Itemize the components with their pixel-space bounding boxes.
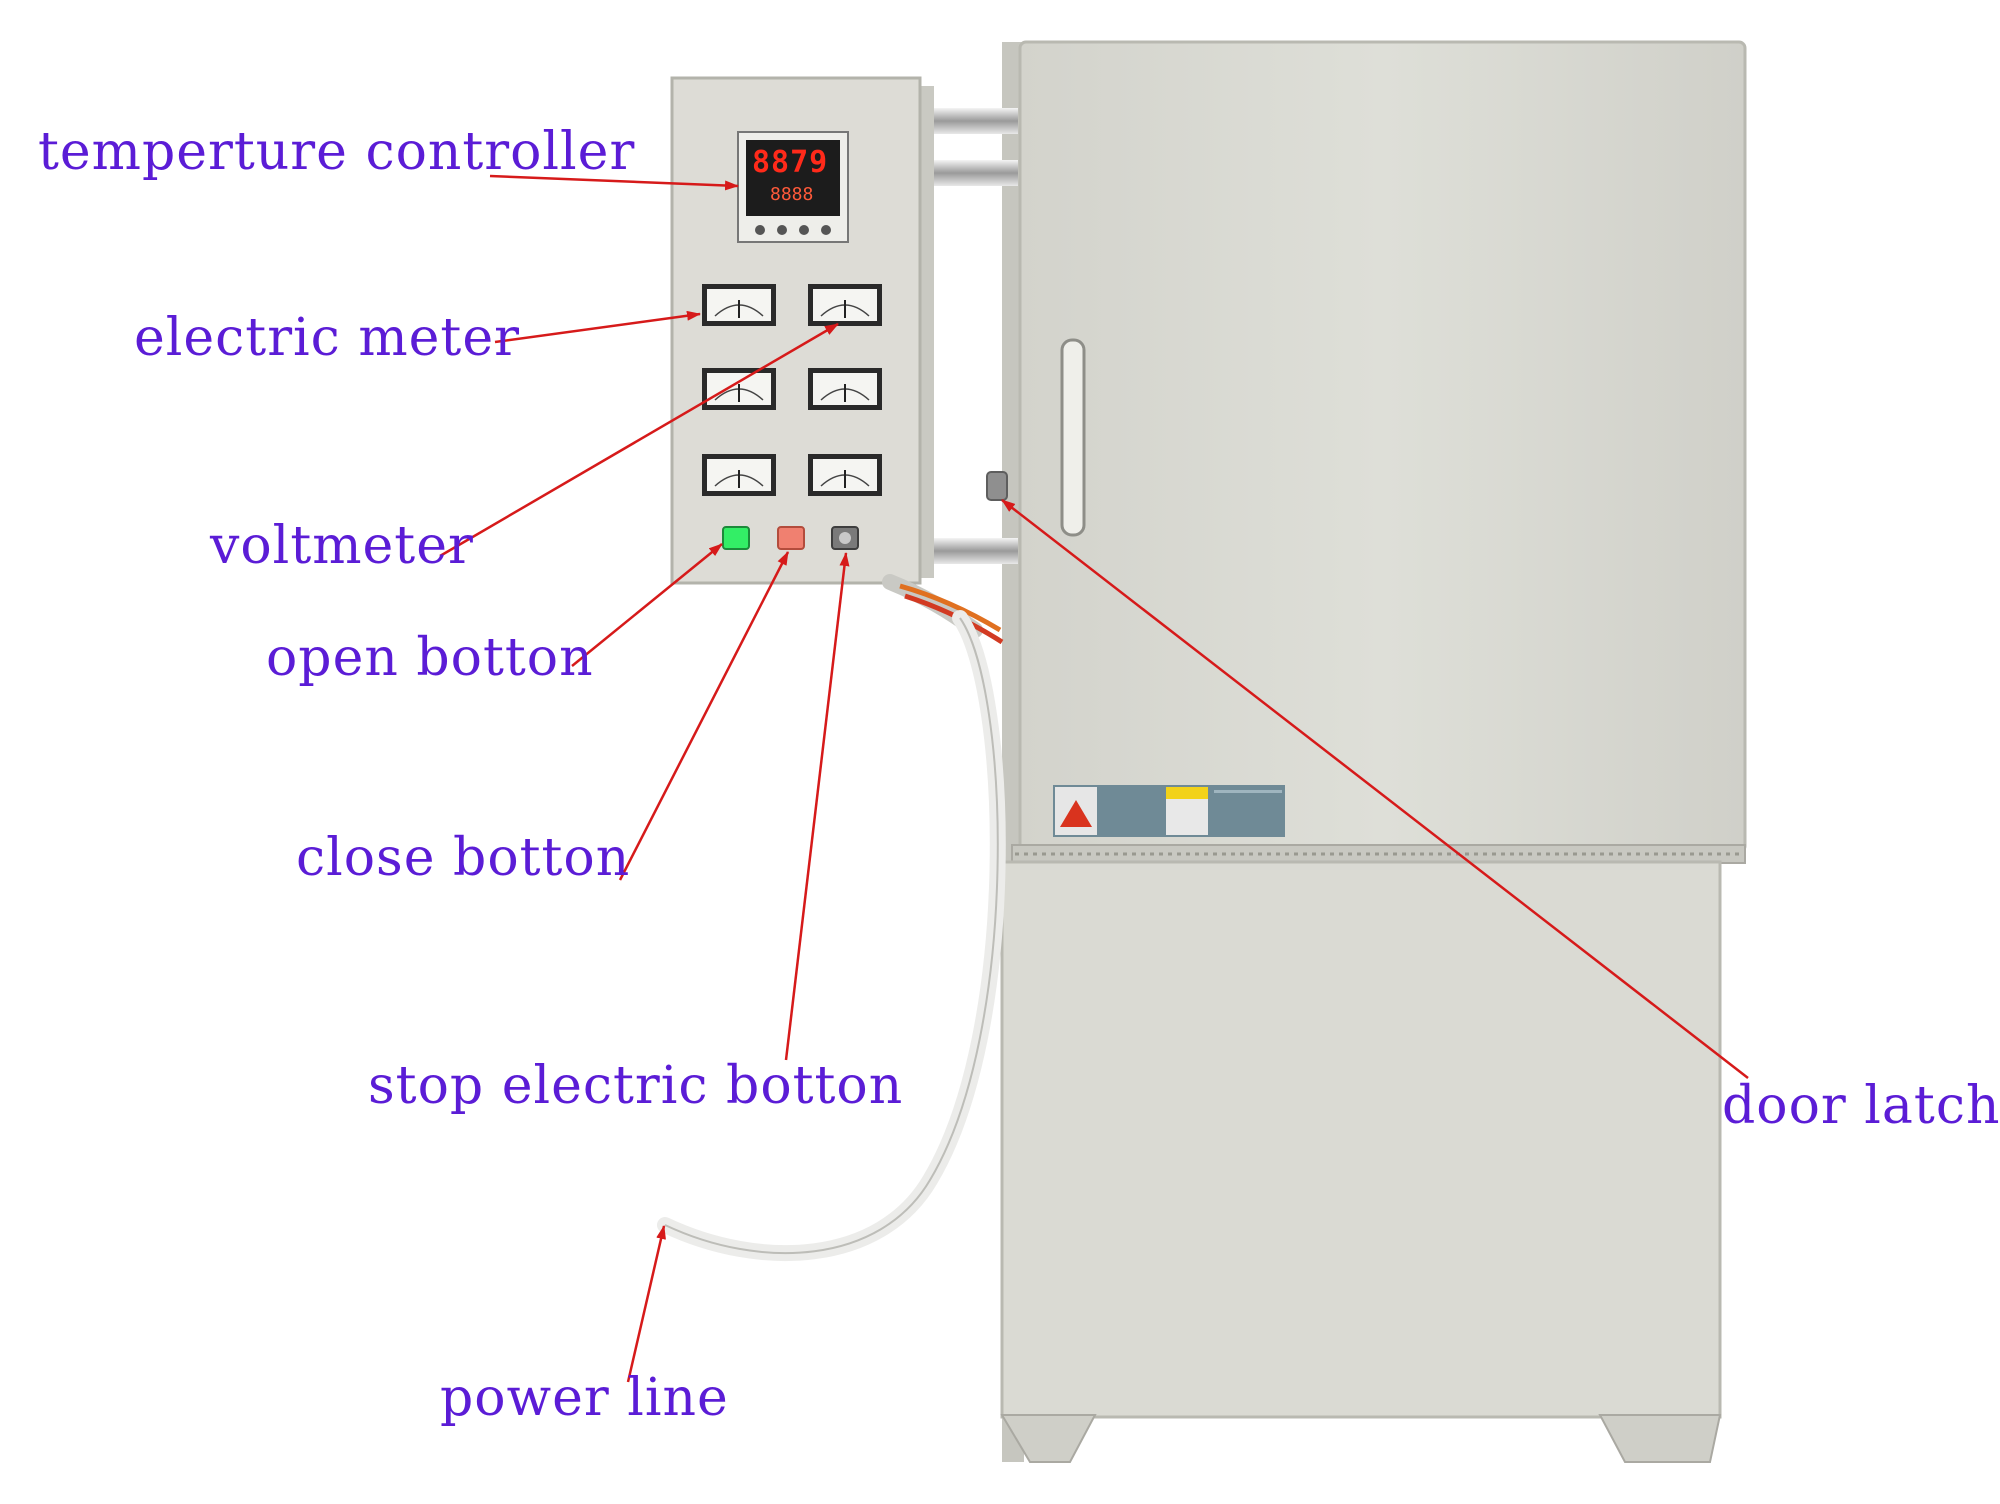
lower-cabinet	[1000, 860, 1722, 1419]
temperature-controller: 8879 8888	[737, 131, 849, 243]
annotation-arrows	[439, 174, 1749, 1383]
label-voltmeter: voltmeter	[210, 516, 474, 576]
pv-display: 8879	[752, 145, 828, 180]
warning-sticker	[1053, 785, 1285, 837]
label-open-button: open botton	[266, 628, 594, 688]
meter-bottom-right	[808, 454, 882, 496]
label-close-button: close botton	[296, 828, 631, 888]
meter-middle-right	[808, 368, 882, 410]
meter-top-right	[808, 284, 882, 326]
open-button[interactable]	[722, 526, 750, 550]
arrow-voltmeter	[439, 322, 839, 558]
control-panel: 8879 8888	[670, 76, 934, 585]
door-handle	[1060, 338, 1086, 537]
arrow-open-button	[571, 543, 723, 667]
cabinet-leg-right	[1598, 1414, 1722, 1463]
arrow-electric-meter	[494, 310, 701, 344]
label-door-latch: door latch	[1722, 1076, 2000, 1136]
controller-key-4[interactable]	[821, 225, 831, 235]
panel-side	[918, 86, 934, 578]
support-bars	[918, 108, 1018, 564]
arrow-door-latch	[1001, 499, 1749, 1079]
controller-key-3[interactable]	[799, 225, 809, 235]
label-temperature-controller: temperture controller	[38, 122, 636, 182]
meter-bottom-left	[702, 454, 776, 496]
label-power-line: power line	[440, 1368, 729, 1428]
arrow-stop-electric-button	[784, 552, 850, 1061]
power-cable	[657, 574, 1006, 1262]
sv-display: 8888	[770, 184, 813, 205]
door-latch	[986, 471, 1008, 501]
arrow-temperature-controller	[489, 174, 739, 191]
arrow-power-line	[626, 1225, 666, 1383]
arrow-close-button	[618, 551, 790, 881]
meter-top-left	[702, 284, 776, 326]
cabinet-leg-left	[1000, 1414, 1097, 1463]
controller-key-2[interactable]	[777, 225, 787, 235]
upper-door	[1018, 40, 1747, 854]
furnace-cabinet	[986, 40, 1747, 1463]
controller-key-1[interactable]	[755, 225, 765, 235]
label-stop-electric-button: stop electric botton	[368, 1056, 904, 1116]
label-electric-meter: electric meter	[134, 308, 520, 368]
meter-middle-left	[702, 368, 776, 410]
close-button[interactable]	[777, 526, 805, 550]
